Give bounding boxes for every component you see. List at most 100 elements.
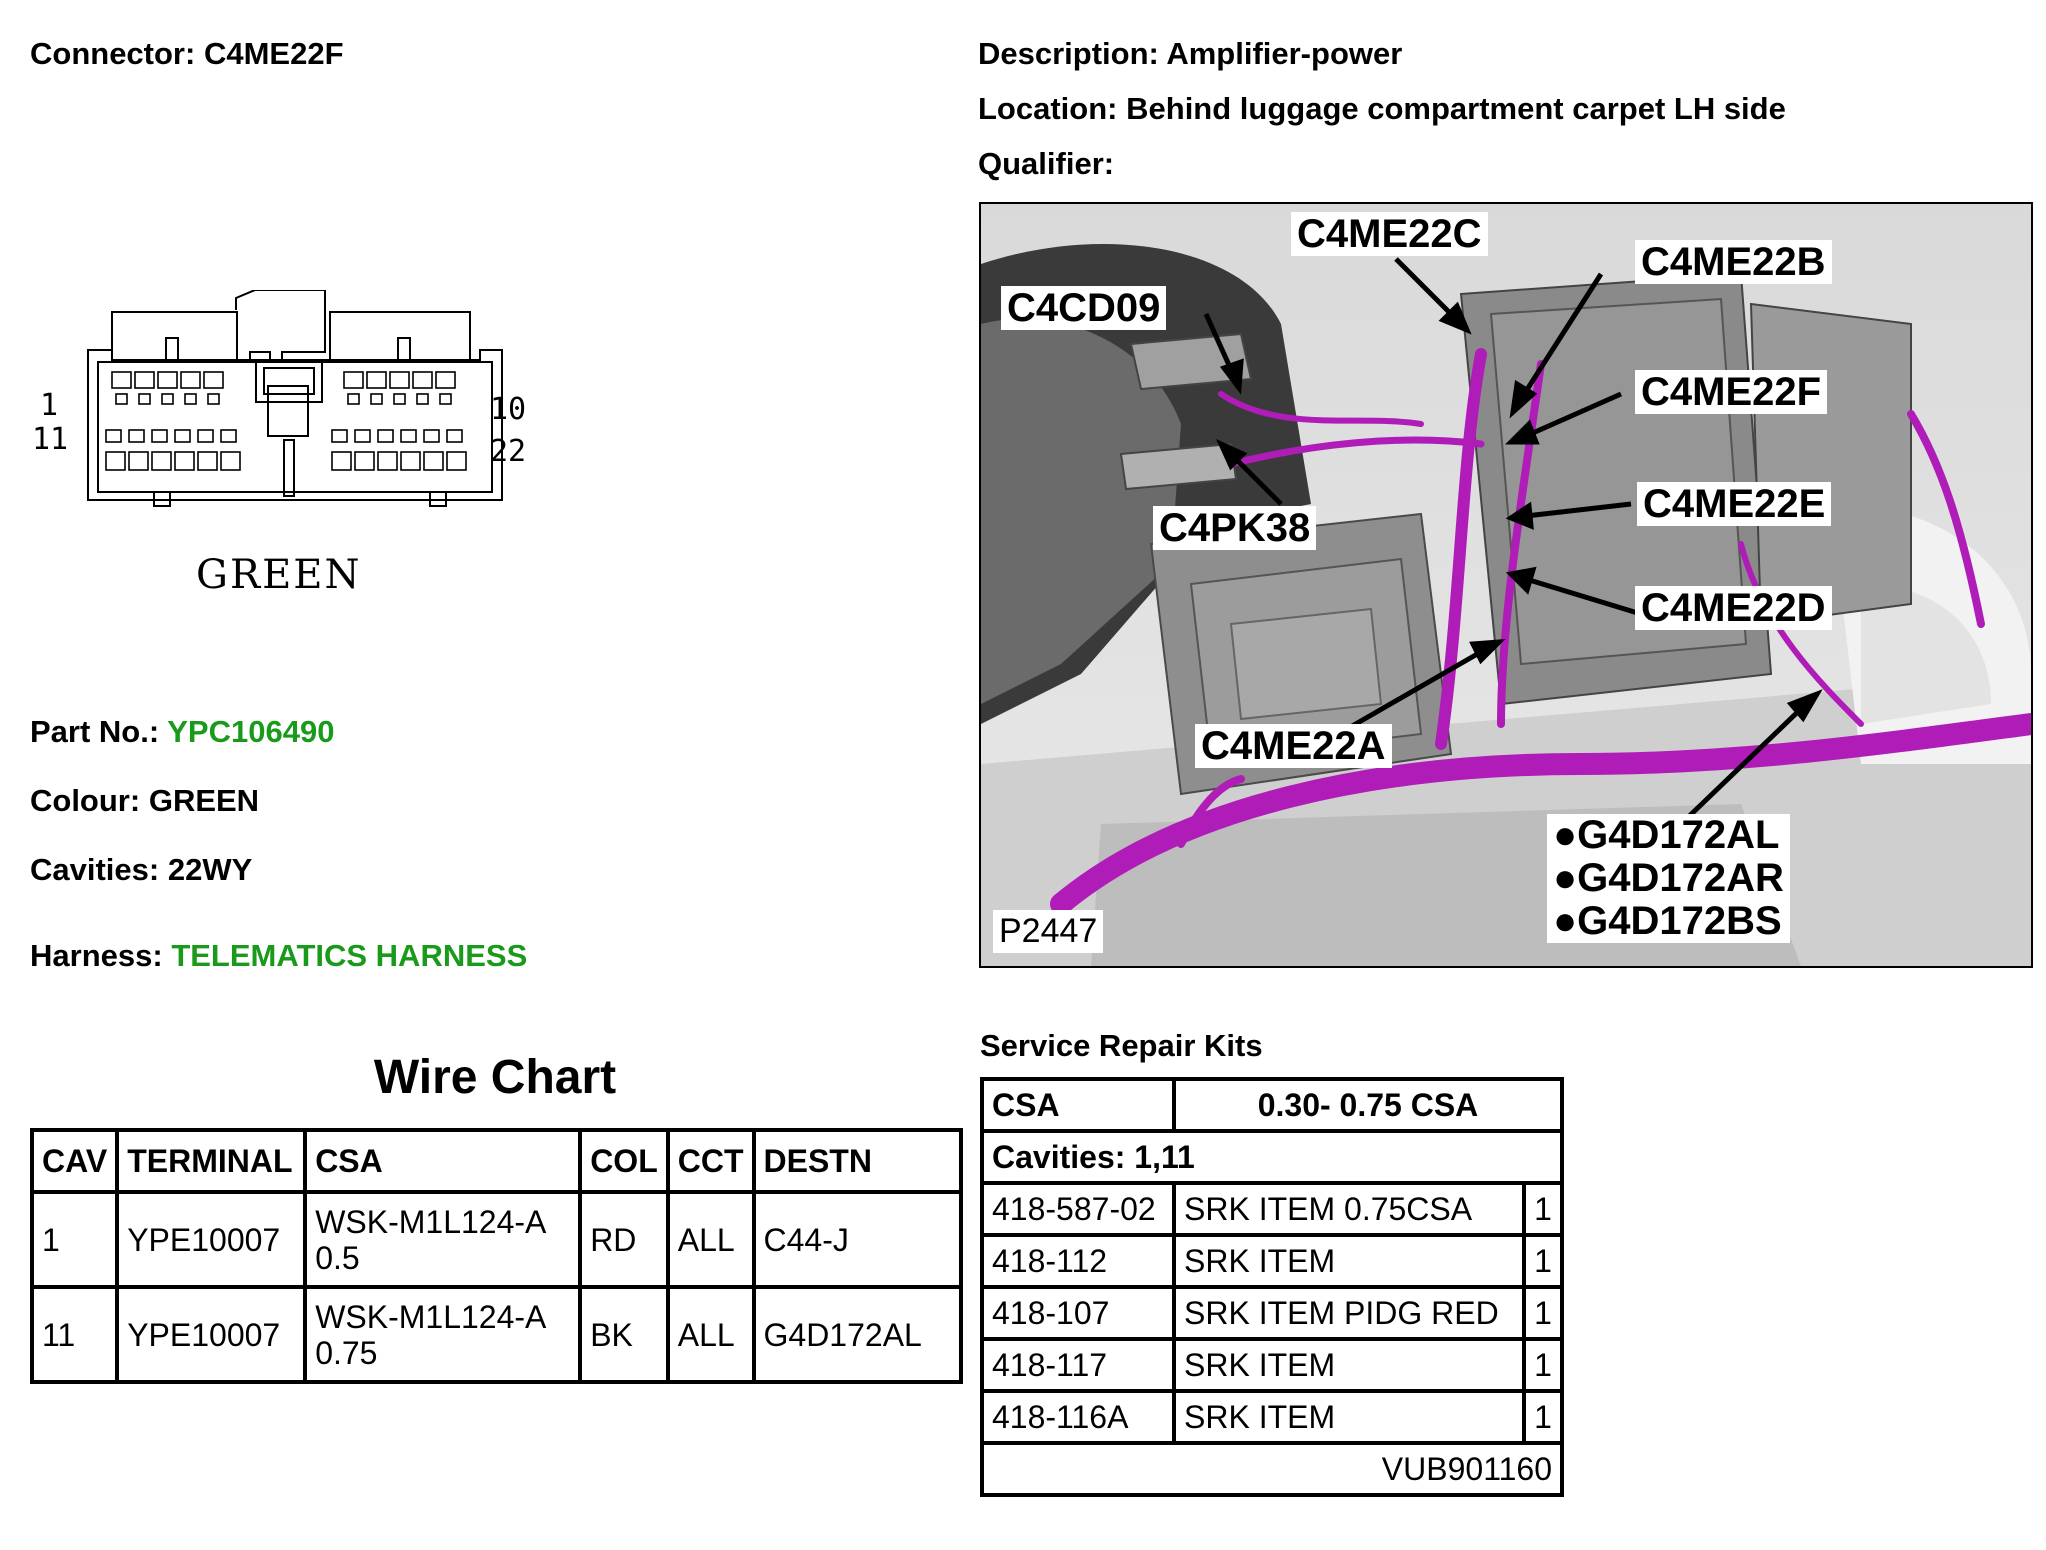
pin-cavity [416, 393, 429, 405]
pin-cavity [354, 451, 375, 471]
pin-cavity [161, 393, 174, 405]
header-col: COL [578, 1128, 670, 1194]
pin-cavity [331, 429, 348, 443]
table-row: 418-116A SRK ITEM 1 [980, 1389, 1564, 1445]
callout-c4me22d: C4ME22D [1635, 586, 1832, 630]
pin-cavity [220, 429, 237, 443]
connector-label: Connector: [30, 36, 196, 71]
pin-cavity [203, 371, 224, 389]
cell-col: RD [578, 1190, 670, 1289]
cell-cav: 11 [29, 1285, 120, 1384]
pin-cavity [439, 393, 452, 405]
pin-cavity [393, 393, 406, 405]
table-row: 418-107 SRK ITEM PIDG RED 1 [980, 1285, 1564, 1341]
callout-c4cd09: C4CD09 [1001, 286, 1167, 330]
pin-cavity [138, 393, 151, 405]
description-line: Description: Amplifier-power [978, 36, 1402, 72]
kits-footer-row: VUB901160 [980, 1441, 1564, 1497]
pin-cavity [115, 393, 128, 405]
kit-qty: 1 [1522, 1181, 1564, 1237]
cavities-line: Cavities: 22WY [30, 852, 252, 888]
wire-chart-header-row: CAV TERMINAL CSA COL CCT DESTN [29, 1128, 963, 1194]
pin-cavity [423, 451, 444, 471]
figure-reference: P2447 [993, 910, 1104, 953]
colour-value: GREEN [148, 783, 260, 818]
pin-cavity [157, 371, 178, 389]
part-no-value[interactable]: YPC106490 [167, 714, 335, 749]
cell-destn: G4D172AL [751, 1285, 963, 1384]
cell-csa-spec: WSK-M1L124-A [315, 1203, 547, 1240]
connector-color-label: GREEN [196, 552, 362, 598]
ground-points: ●G4D172AL ●G4D172AR ●G4D172BS [1547, 814, 1790, 943]
kit-part: 418-112 [980, 1233, 1176, 1289]
kit-desc: SRK ITEM 0.75CSA [1172, 1181, 1526, 1237]
callout-c4pk38: C4PK38 [1153, 506, 1317, 550]
connector-line: Connector: C4ME22F [30, 36, 344, 72]
pin-label-1: 1 [40, 388, 59, 423]
callout-c4me22f: C4ME22F [1635, 370, 1828, 414]
pin-cavity [105, 429, 122, 443]
kit-qty: 1 [1522, 1233, 1564, 1289]
pin-cavity [343, 371, 364, 389]
pin-cavity [180, 371, 201, 389]
table-row: 1 YPE10007 WSK-M1L124-A 0.5 RD ALL C44-J [29, 1190, 963, 1289]
table-row: 418-117 SRK ITEM 1 [980, 1337, 1564, 1393]
cell-csa-size: 0.5 [315, 1239, 360, 1276]
qualifier-line: Qualifier: [978, 146, 1114, 182]
pin-cavity [366, 371, 387, 389]
pin-cavity [377, 429, 394, 443]
location-label: Location: [978, 91, 1118, 126]
pin-label-11: 11 [32, 422, 69, 457]
pin-label-10: 10 [490, 392, 527, 427]
cell-col: BK [578, 1285, 670, 1384]
pin-cavity [400, 451, 421, 471]
ground-g4d172al: ●G4D172AL [1553, 813, 1780, 857]
kit-qty: 1 [1522, 1389, 1564, 1445]
kit-desc: SRK ITEM [1172, 1389, 1526, 1445]
pin-cavity [151, 429, 168, 443]
cell-csa: WSK-M1L124-A 0.5 [303, 1190, 583, 1289]
cell-cct: ALL [665, 1190, 756, 1289]
location-image: C4ME22C C4ME22B C4CD09 C4ME22F C4PK38 C4… [979, 202, 2033, 968]
kit-part: 418-117 [980, 1337, 1176, 1393]
part-no-line: Part No.: YPC106490 [30, 714, 334, 750]
kits-footer-ref: VUB901160 [980, 1441, 1564, 1497]
service-kits-title: Service Repair Kits [980, 1028, 1263, 1063]
header-destn: DESTN [751, 1128, 963, 1194]
cell-cav: 1 [29, 1190, 120, 1289]
cell-csa-size: 0.75 [315, 1334, 378, 1371]
harness-line: Harness: TELEMATICS HARNESS [30, 938, 527, 974]
table-row: 418-112 SRK ITEM 1 [980, 1233, 1564, 1289]
pin-cavity [174, 451, 195, 471]
pin-cavity [435, 371, 456, 389]
cavities-label: Cavities: [30, 852, 160, 887]
cell-cct: ALL [665, 1285, 756, 1384]
pin-cavity [151, 451, 172, 471]
pin-cavity [446, 429, 463, 443]
header-terminal: TERMINAL [115, 1128, 308, 1194]
part-no-label: Part No.: [30, 714, 160, 749]
cell-csa: WSK-M1L124-A 0.75 [303, 1285, 583, 1384]
harness-value[interactable]: TELEMATICS HARNESS [171, 938, 528, 973]
kits-cavities: Cavities: 1,11 [980, 1129, 1564, 1185]
harness-label: Harness: [30, 938, 163, 973]
kit-part: 418-587-02 [980, 1181, 1176, 1237]
colour-label: Colour: [30, 783, 141, 818]
ground-g4d172bs: ●G4D172BS [1553, 899, 1782, 943]
callout-c4me22b: C4ME22B [1635, 240, 1832, 284]
qualifier-label: Qualifier: [978, 146, 1115, 181]
kits-csa-value: 0.30- 0.75 CSA [1172, 1077, 1564, 1133]
pin-cavity [370, 393, 383, 405]
cell-terminal: YPE10007 [115, 1285, 308, 1384]
cell-terminal: YPE10007 [115, 1190, 308, 1289]
pin-cavity [377, 451, 398, 471]
colour-line: Colour: GREEN [30, 783, 259, 819]
wire-chart-title: Wire Chart [373, 1051, 617, 1104]
pin-cavity [400, 429, 417, 443]
pin-cavity [128, 429, 145, 443]
pin-label-22: 22 [490, 434, 527, 469]
connector-face-diagram [87, 290, 503, 507]
connector-id: C4ME22F [203, 36, 344, 71]
pin-cavity [184, 393, 197, 405]
table-row: 418-587-02 SRK ITEM 0.75CSA 1 [980, 1181, 1564, 1237]
